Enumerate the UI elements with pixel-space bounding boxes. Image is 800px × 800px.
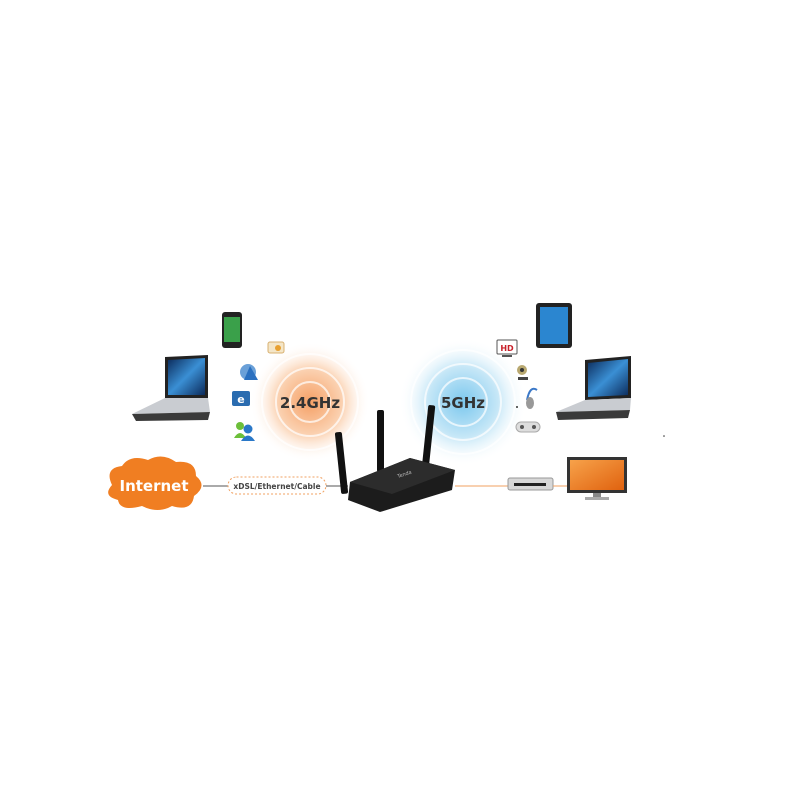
browser-icon	[240, 364, 258, 380]
webcam-icon	[517, 365, 528, 380]
connection-type-badge: xDSL/Ethernet/Cable	[227, 476, 327, 495]
tablet-icon	[536, 303, 572, 348]
internet-cloud: Internet	[108, 456, 202, 510]
router-brand: Tenda	[396, 470, 413, 481]
tv-monitor-icon	[567, 457, 627, 500]
set-top-box-icon	[507, 477, 554, 491]
gamepad-icon	[515, 421, 541, 433]
connection-type-label: xDSL/Ethernet/Cable	[233, 482, 320, 491]
band-5ghz-label: 5GHz	[441, 394, 485, 412]
router: Tenda	[334, 405, 455, 512]
laptop-icon	[132, 355, 210, 421]
band-24ghz-label: 2.4GHz	[280, 394, 340, 412]
svg-text:HD: HD	[500, 344, 514, 353]
internet-label: Internet	[119, 477, 188, 495]
ie-icon: e	[232, 391, 250, 406]
band-5ghz-signal: 5GHz	[399, 338, 527, 466]
laptop-icon	[556, 356, 631, 420]
smartphone-icon	[222, 312, 242, 348]
messenger-icon	[234, 422, 255, 441]
band-24ghz-signal: 2.4GHz	[250, 342, 370, 462]
email-icon	[267, 341, 285, 354]
headphones-icon	[516, 387, 538, 409]
hd-video-icon: HD	[496, 339, 518, 357]
svg-text:e: e	[237, 393, 244, 406]
